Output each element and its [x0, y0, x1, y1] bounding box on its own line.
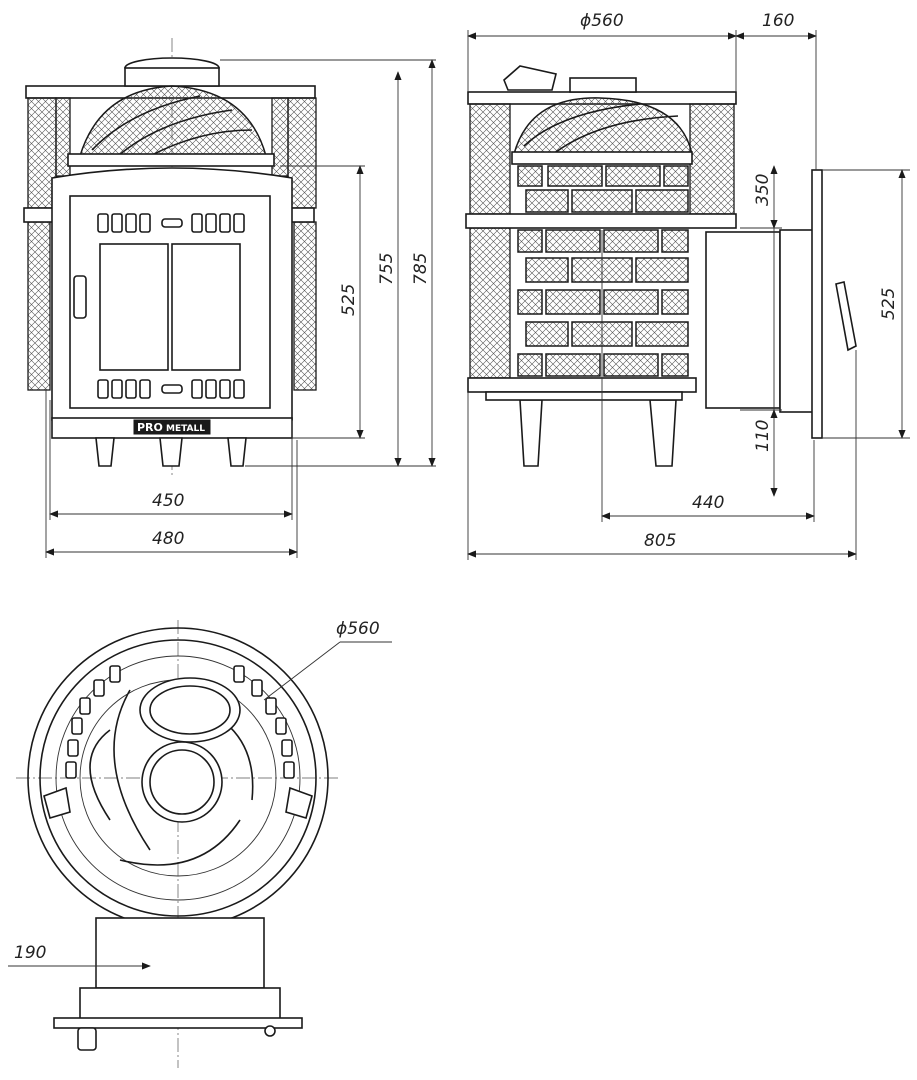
front-dim-755: 755 [377, 253, 397, 285]
front-leg-center [159, 437, 183, 467]
top-dim-diameter: ϕ560 [336, 619, 380, 639]
top-view: ϕ560 190 [8, 619, 392, 1068]
side-brick-wall [517, 165, 689, 377]
front-logo-metall: METALL [166, 424, 205, 434]
front-glass-left [99, 243, 169, 371]
front-leg-right [227, 437, 247, 467]
front-dim-450: 450 [152, 491, 184, 511]
side-dim-160: 160 [762, 11, 794, 31]
front-dim-785: 785 [411, 253, 431, 285]
side-dim-525: 525 [879, 288, 899, 320]
front-view: PRO METALL 525 755 785 450 480 [23, 38, 436, 558]
front-dome [78, 85, 267, 157]
front-logo-pro: PRO [137, 421, 163, 434]
front-glass-right [171, 243, 241, 371]
front-dim-525: 525 [339, 284, 359, 316]
side-dim-350: 350 [753, 174, 773, 206]
front-leg-left [95, 437, 115, 467]
side-dim-110: 110 [753, 420, 773, 452]
side-dim-440: 440 [692, 493, 724, 513]
front-upper-vents [97, 213, 245, 233]
side-view: ϕ560 160 350 110 525 440 805 [465, 11, 910, 560]
front-lower-vents [97, 379, 245, 399]
side-tunnel [705, 231, 781, 409]
side-door-handle [835, 281, 857, 352]
top-dim-190: 190 [14, 943, 46, 963]
side-dim-diameter: ϕ560 [580, 11, 624, 31]
top-tunnel [95, 917, 265, 989]
side-dim-805: 805 [644, 531, 676, 551]
top-vent-slots [65, 665, 295, 779]
front-dim-480: 480 [152, 529, 184, 549]
front-door-handle [73, 275, 87, 319]
